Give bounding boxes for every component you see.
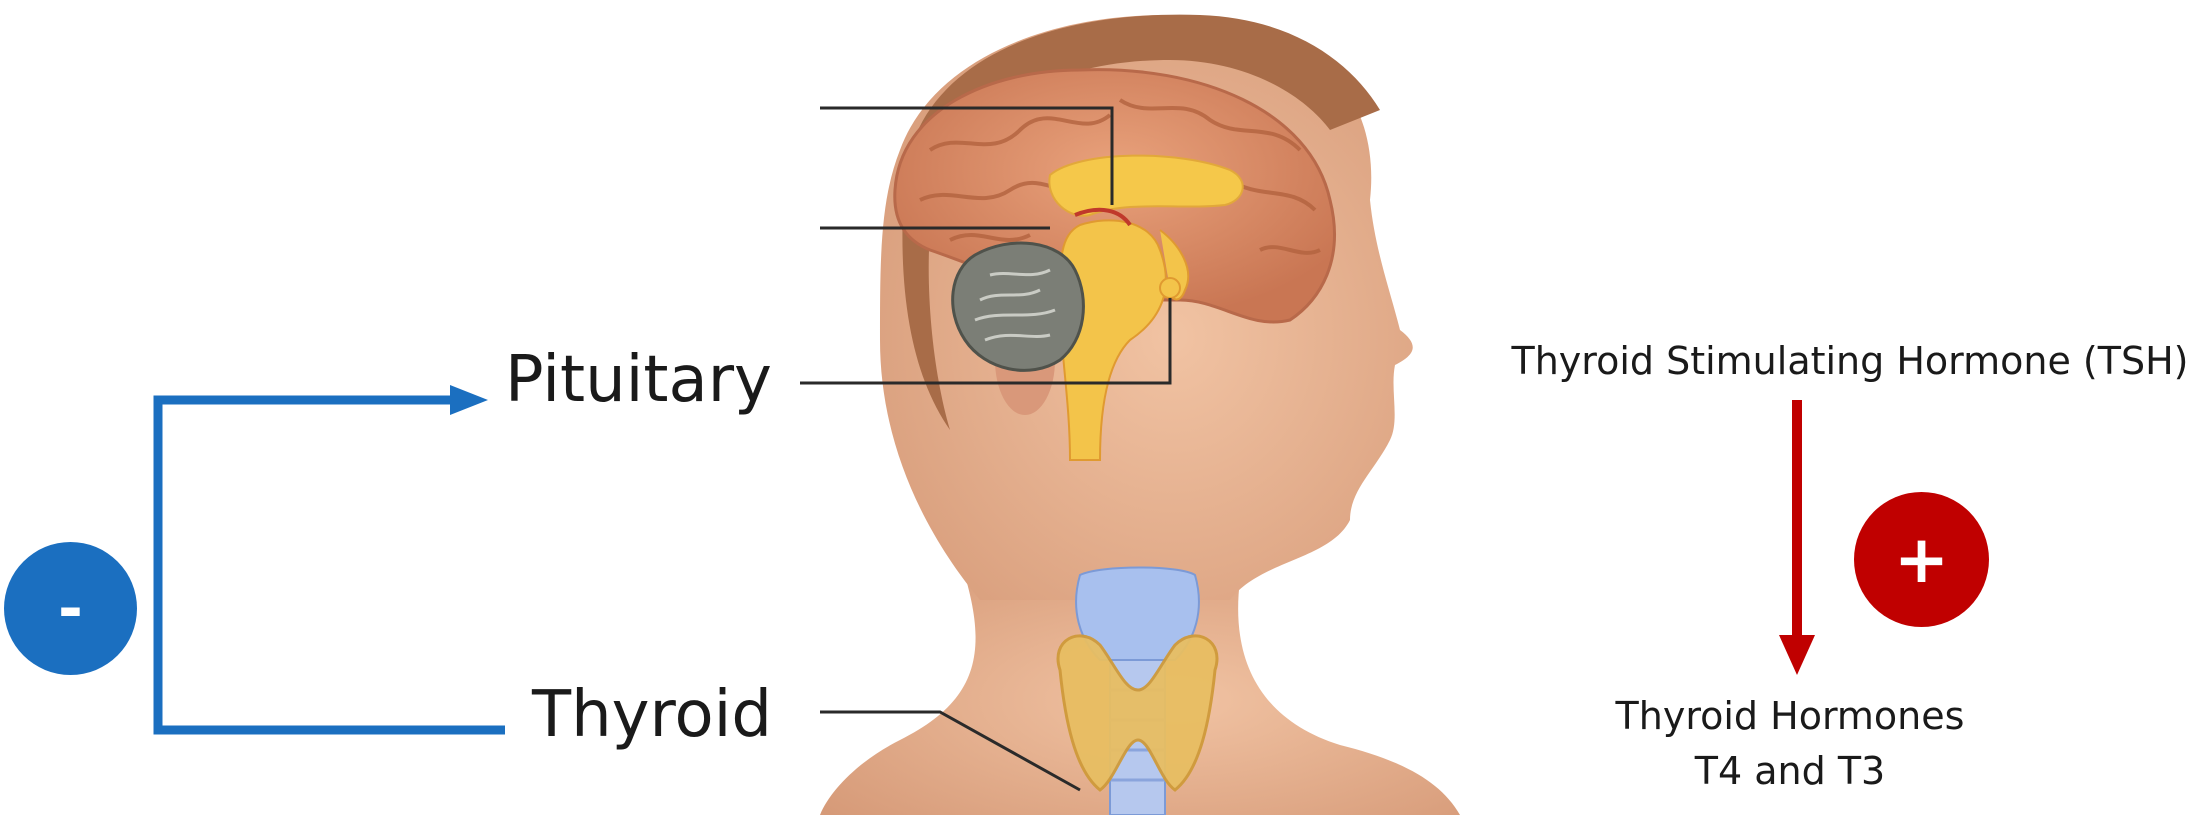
thyroid-hormones-label: Thyroid Hormones	[1560, 697, 2020, 735]
pituitary-label: Pituitary	[505, 348, 772, 412]
minus-icon: -	[58, 574, 83, 644]
thyroid-label: Thyroid	[532, 683, 772, 747]
t4-t3-label: T4 and T3	[1560, 752, 2020, 790]
tsh-label: Thyroid Stimulating Hormone (TSH)	[1500, 342, 2200, 380]
plus-icon: +	[1894, 521, 1949, 598]
positive-stimulation-badge: +	[1854, 492, 1989, 627]
negative-feedback-badge: -	[4, 542, 137, 675]
